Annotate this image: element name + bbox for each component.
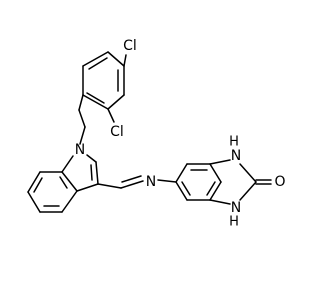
bond [209, 159, 231, 165]
bond [107, 94, 125, 110]
bond [120, 180, 144, 189]
chlorine-atom-top: Cl [123, 38, 137, 54]
molecule-structure: Cl Cl N N [27, 38, 286, 230]
bond [86, 154, 97, 163]
bond [209, 199, 231, 205]
bond [107, 51, 125, 67]
bond [82, 51, 109, 67]
indole-nitrogen-atom: N [75, 142, 85, 158]
nh-hydrogen-lower: H [229, 215, 239, 230]
bond [76, 183, 99, 192]
carbonyl-oxygen-atom: O [274, 174, 285, 190]
bond [209, 181, 222, 201]
benzimidazolone-ring [175, 159, 272, 205]
bond-double-inner [33, 177, 43, 193]
bond-double-inner [88, 57, 108, 70]
bond-double-inner [206, 181, 216, 196]
bond [61, 155, 74, 173]
chlorine-atom-ortho: Cl [110, 124, 124, 140]
bond [79, 126, 86, 145]
dichlorophenyl-ring [78, 51, 127, 123]
nh-nitrogen-upper: N [231, 148, 241, 164]
bond [175, 163, 188, 183]
bond-double-inner [59, 176, 68, 189]
bond [95, 161, 99, 185]
bond [209, 163, 222, 183]
bond-double-inner [86, 92, 105, 104]
bond-double-inner [121, 175, 142, 183]
bond-double-inner [181, 181, 191, 196]
bond [97, 183, 122, 189]
indole-ring [27, 154, 99, 213]
bond [78, 109, 86, 128]
bond [61, 190, 78, 213]
imine-nitrogen-atom: N [146, 174, 156, 190]
bond [61, 171, 78, 192]
bond [157, 179, 177, 183]
bond [27, 171, 41, 193]
bond [123, 54, 127, 67]
nh-hydrogen-upper: H [229, 135, 239, 150]
nh-nitrogen-lower: N [231, 200, 241, 216]
bond [239, 181, 257, 201]
bond [107, 108, 115, 123]
bond-double-inner [90, 164, 93, 181]
bond [175, 181, 188, 201]
bond [239, 163, 257, 183]
bond [82, 94, 109, 110]
bond [27, 191, 41, 213]
bond [78, 94, 84, 111]
